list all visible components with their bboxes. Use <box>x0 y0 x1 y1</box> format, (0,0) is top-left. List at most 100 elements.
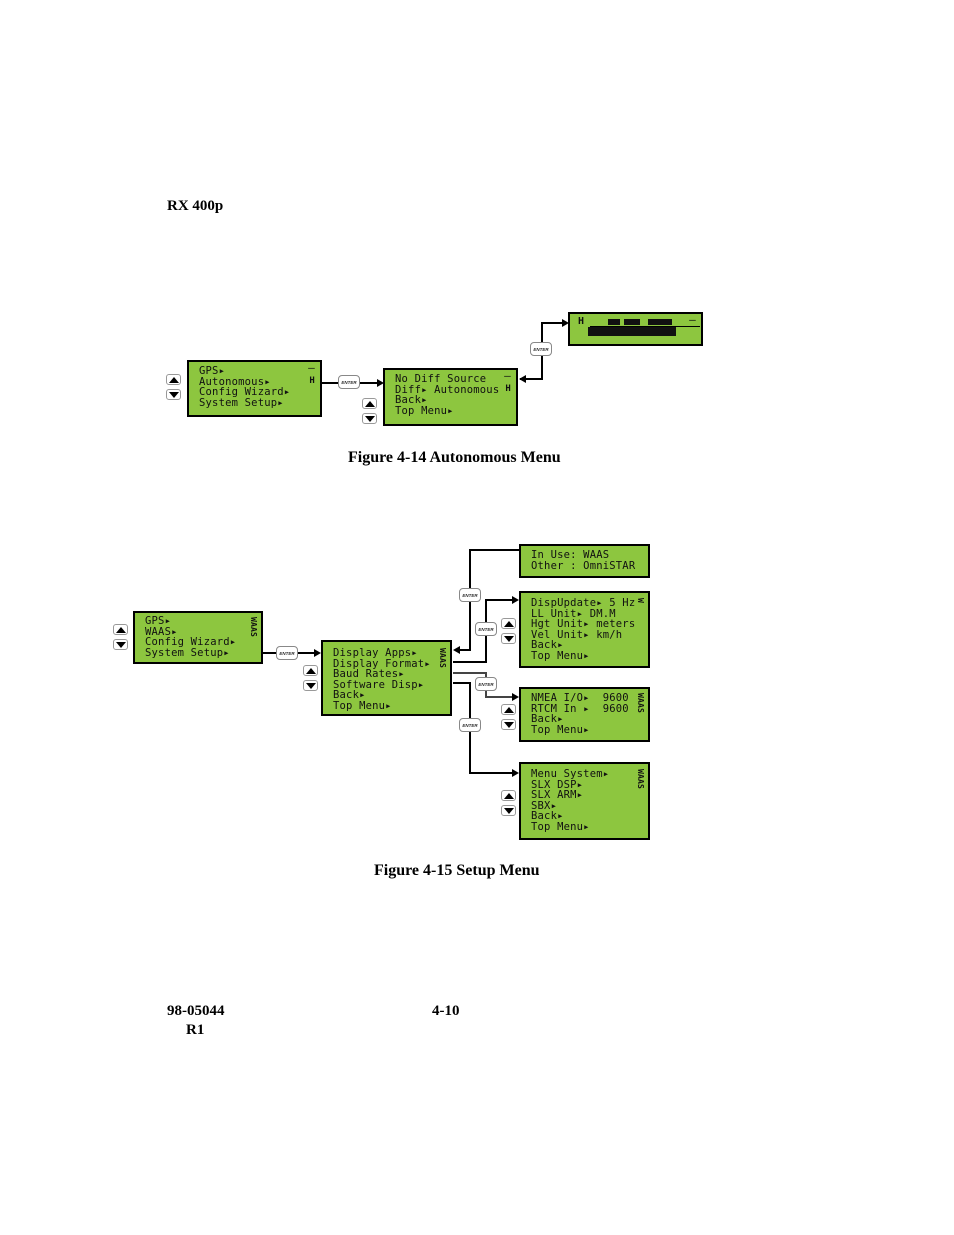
menu-item-slx-dsp[interactable]: SLX DSP▸ <box>531 778 584 791</box>
down-arrow-button[interactable] <box>113 639 128 650</box>
enter-button[interactable]: ENTER <box>530 342 552 356</box>
up-arrow-button[interactable] <box>501 704 516 715</box>
up-arrow-button[interactable] <box>362 398 377 409</box>
apps-in-use: In Use: WAAS <box>531 549 610 561</box>
down-arrow-button[interactable] <box>303 680 318 691</box>
enter-button[interactable]: ENTER <box>459 588 481 602</box>
menu-item-back[interactable]: Back▸ <box>395 394 428 407</box>
up-arrow-button[interactable] <box>113 624 128 635</box>
footer-doc-number: 98-05044 <box>167 1003 225 1019</box>
lcd-screen-main-menu: GPS▸ WAAS▸ Config Wizard▸ System Setup▸ … <box>133 611 263 664</box>
menu-item-top-menu[interactable]: Top Menu▸ <box>531 820 590 833</box>
down-arrow-button[interactable] <box>362 413 377 424</box>
menu-item-sbx[interactable]: SBX▸ <box>531 799 558 812</box>
menu-item-gps[interactable]: GPS▸ <box>145 615 172 627</box>
menu-item-back[interactable]: Back▸ <box>531 639 564 652</box>
up-arrow-button[interactable] <box>166 374 181 385</box>
enter-button[interactable]: ENTER <box>338 375 360 389</box>
menu-item-vel-unit[interactable]: Vel Unit▸ km/h <box>531 628 623 641</box>
status-indicator-icon: H <box>309 376 315 386</box>
figure-caption: Figure 4-14 Autonomous Menu <box>348 449 561 466</box>
enter-button[interactable]: ENTER <box>276 646 298 660</box>
menu-item-hgt-unit[interactable]: Hgt Unit▸ meters <box>531 618 636 631</box>
up-arrow-button[interactable] <box>303 665 318 676</box>
menu-item-software-disp[interactable]: Software Disp▸ <box>333 678 425 691</box>
arrow-right-icon <box>377 379 384 387</box>
menu-item-back[interactable]: Back▸ <box>531 713 564 726</box>
menu-item-autonomous[interactable]: Autonomous▸ <box>199 375 271 388</box>
menu-item-nmea-io[interactable]: NMEA I/O▸ 9600 <box>531 692 629 704</box>
waas-status-icon: WAAS <box>249 617 258 638</box>
menu-item-top-menu[interactable]: Top Menu▸ <box>531 649 590 662</box>
down-arrow-icon <box>503 807 514 814</box>
apps-other: Other : OmniSTAR <box>531 559 636 572</box>
menu-item-config-wizard[interactable]: Config Wizard▸ <box>199 386 291 399</box>
menu-item-back[interactable]: Back▸ <box>531 810 564 823</box>
up-arrow-button[interactable] <box>501 618 516 629</box>
menu-item-top-menu[interactable]: Top Menu▸ <box>395 404 454 417</box>
signal-bar-top <box>590 319 700 327</box>
arrow-right-icon <box>314 649 321 657</box>
menu-item-diff-autonomous[interactable]: Diff▸ Autonomous <box>395 383 500 396</box>
lcd-screen-display-format: DispUpdate▸ 5 Hz LL Unit▸ DM.M Hgt Unit▸… <box>519 591 650 668</box>
menu-item-no-diff-source[interactable]: No Diff Source <box>395 373 487 385</box>
menu-item-menu-system[interactable]: Menu System▸ <box>531 768 610 780</box>
up-arrow-button[interactable] <box>501 790 516 801</box>
waas-status-icon: WAAS <box>438 648 447 669</box>
menu-item-system-setup[interactable]: System Setup▸ <box>199 396 284 409</box>
menu-item-rtcm-in[interactable]: RTCM In ▸ 9600 <box>531 702 629 715</box>
figure-caption: Figure 4-15 Setup Menu <box>374 862 540 879</box>
up-arrow-icon <box>503 792 514 799</box>
signal-bar-bottom <box>588 327 676 336</box>
down-arrow-icon <box>503 721 514 728</box>
lcd-screen-software-disp: Menu System▸ SLX DSP▸ SLX ARM▸ SBX▸ Back… <box>519 762 650 840</box>
menu-item-disp-update[interactable]: DispUpdate▸ 5 Hz <box>531 597 636 609</box>
menu-item-baud-rates[interactable]: Baud Rates▸ <box>333 668 405 681</box>
up-arrow-icon <box>503 620 514 627</box>
footer-page-number: 4-10 <box>432 1003 460 1019</box>
up-arrow-icon <box>503 706 514 713</box>
up-arrow-icon <box>305 667 316 674</box>
arrow-right-icon <box>562 319 569 327</box>
enter-button[interactable]: ENTER <box>475 677 497 691</box>
status-dash-icon: – <box>504 369 511 382</box>
up-arrow-icon <box>168 376 179 383</box>
enter-button[interactable]: ENTER <box>459 718 481 732</box>
down-arrow-button[interactable] <box>501 633 516 644</box>
up-arrow-icon <box>115 626 126 633</box>
arrow-right-icon <box>512 596 519 604</box>
lcd-screen-system-setup: Display Apps▸ Display Format▸ Baud Rates… <box>321 640 452 716</box>
down-arrow-icon <box>503 635 514 642</box>
arrow-left-icon <box>453 646 460 654</box>
connector-line <box>541 322 563 324</box>
arrow-right-icon <box>512 693 519 701</box>
menu-item-gps[interactable]: GPS▸ <box>199 365 226 377</box>
menu-item-back[interactable]: Back▸ <box>333 689 366 702</box>
status-dash-icon: – <box>308 361 315 374</box>
waas-status-icon: WAAS <box>636 693 645 714</box>
menu-item-display-apps[interactable]: Display Apps▸ <box>333 647 418 659</box>
menu-item-top-menu[interactable]: Top Menu▸ <box>333 699 392 712</box>
satellite-status-icon: H <box>578 316 585 327</box>
menu-item-top-menu[interactable]: Top Menu▸ <box>531 723 590 736</box>
down-arrow-icon <box>115 641 126 648</box>
status-indicator-icon: H <box>505 384 511 394</box>
lcd-screen-baud-rates: NMEA I/O▸ 9600 RTCM In ▸ 9600 Back▸ Top … <box>519 687 650 742</box>
status-dash-icon: – <box>689 313 696 326</box>
down-arrow-button[interactable] <box>501 719 516 730</box>
up-arrow-icon <box>364 400 375 407</box>
menu-item-waas[interactable]: WAAS▸ <box>145 625 178 638</box>
menu-item-config-wizard[interactable]: Config Wizard▸ <box>145 636 237 649</box>
lcd-screen-diff-source: No Diff Source Diff▸ Autonomous Back▸ To… <box>383 368 518 426</box>
enter-button[interactable]: ENTER <box>475 622 497 636</box>
menu-item-ll-unit[interactable]: LL Unit▸ DM.M <box>531 607 616 620</box>
waas-status-icon: W <box>636 598 645 604</box>
waas-status-icon: WAAS <box>636 769 645 790</box>
document-header-title: RX 400p <box>167 198 224 214</box>
down-arrow-icon <box>364 415 375 422</box>
menu-item-system-setup[interactable]: System Setup▸ <box>145 646 230 659</box>
menu-item-slx-arm[interactable]: SLX ARM▸ <box>531 789 584 802</box>
down-arrow-button[interactable] <box>166 389 181 400</box>
down-arrow-button[interactable] <box>501 805 516 816</box>
menu-item-display-format[interactable]: Display Format▸ <box>333 657 431 670</box>
